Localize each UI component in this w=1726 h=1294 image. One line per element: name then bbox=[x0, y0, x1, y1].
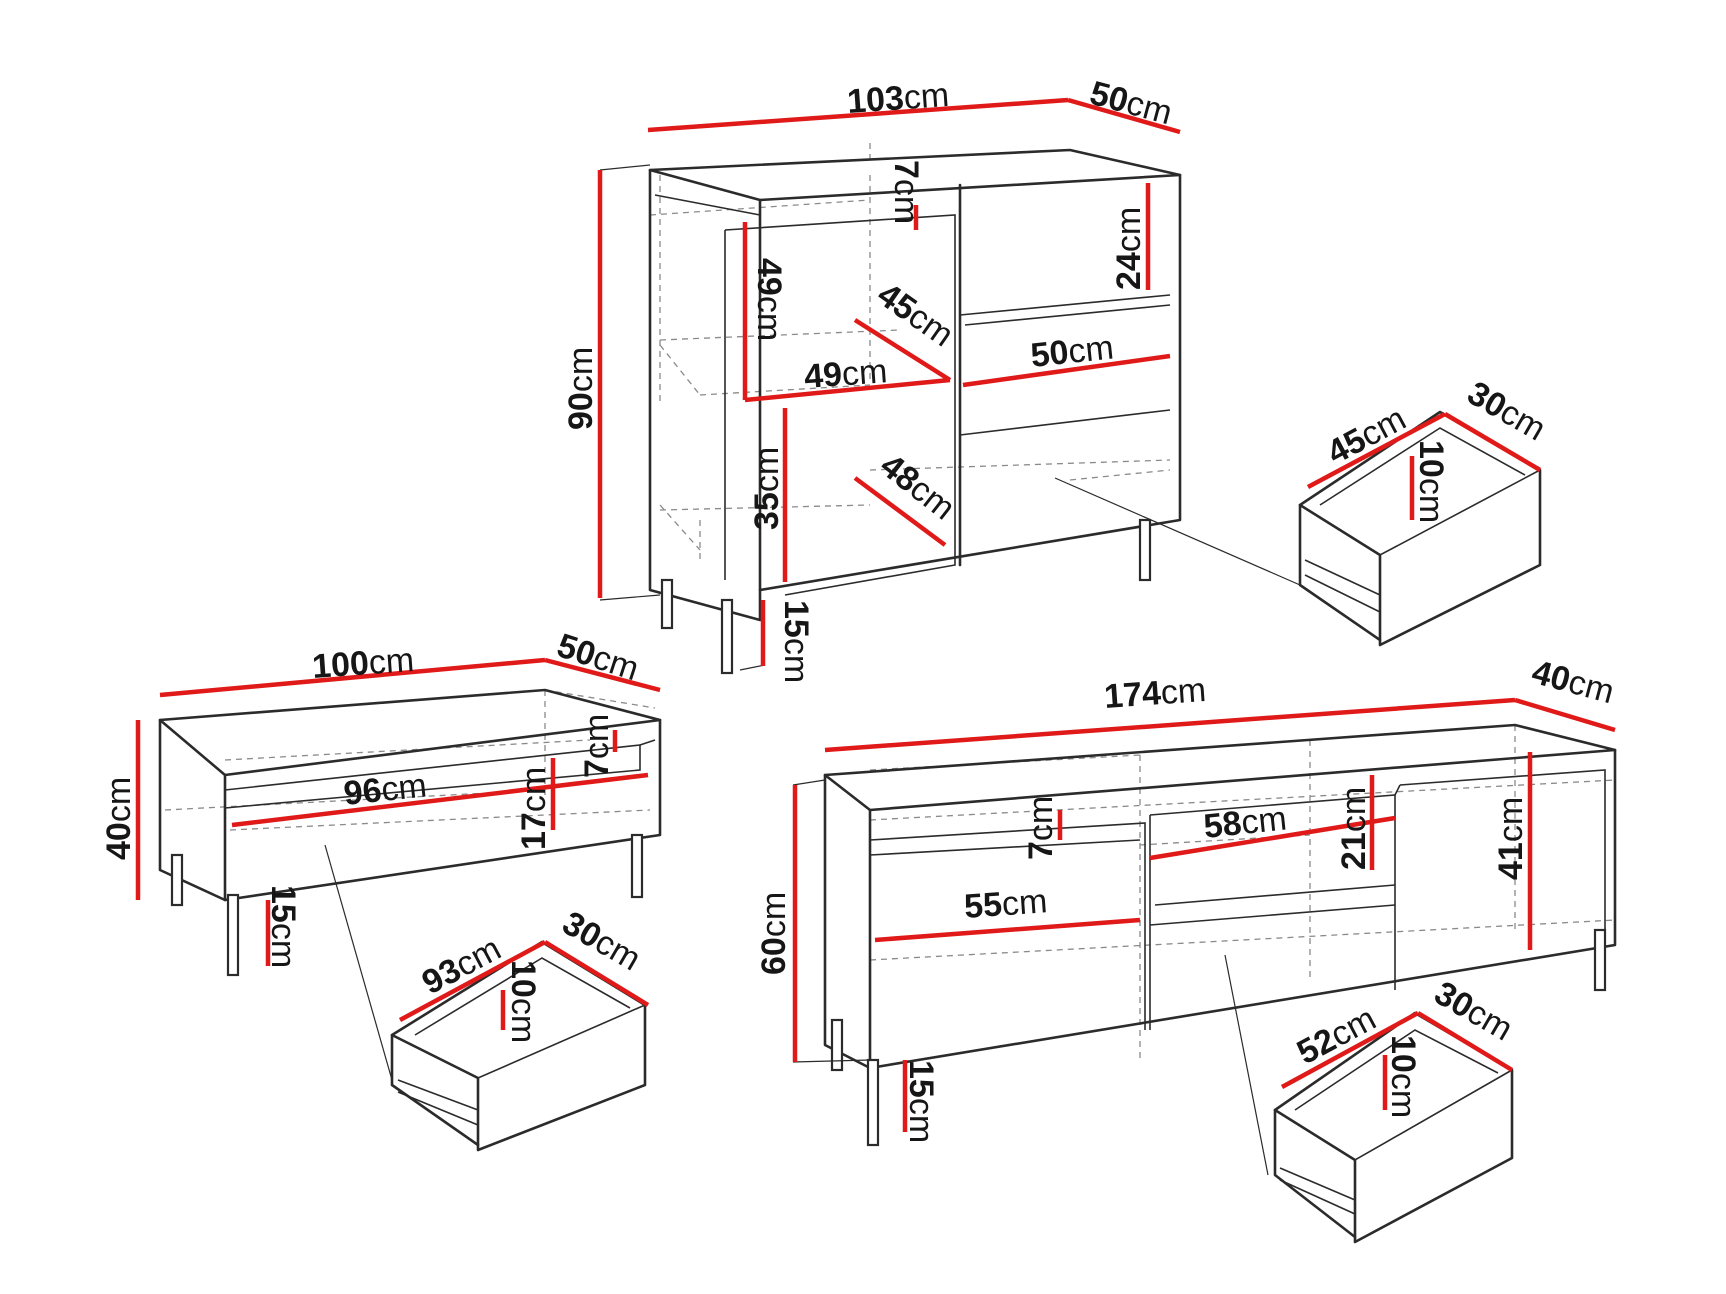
sideboard-upper-height-label: 49cm bbox=[750, 258, 788, 341]
sideboard-right-top-label: 24cm bbox=[1110, 207, 1148, 290]
sideboard-right-width-label: 50cm bbox=[1029, 328, 1116, 374]
tv-right-height-label: 41cm bbox=[1492, 797, 1530, 880]
sideboard-height-label: 90cm bbox=[562, 347, 600, 430]
tv-height-label: 60cm bbox=[755, 892, 793, 975]
sideboard-shelf-width-label: 49cm bbox=[803, 352, 889, 396]
tv-middle-width-label: 58cm bbox=[1202, 799, 1289, 845]
sideboard-width-label: 103cm bbox=[846, 76, 950, 121]
table-drawer-depth-label: 30cm bbox=[556, 904, 647, 978]
tv-stand bbox=[792, 697, 1617, 1176]
sideboard-lower-height-label: 35cm bbox=[748, 447, 786, 530]
sideboard-drawer-depth-label: 30cm bbox=[1461, 374, 1552, 448]
table-height-label: 40cm bbox=[100, 777, 138, 860]
tv-width-label: 174cm bbox=[1103, 671, 1207, 716]
sideboard-top-front-label: 7cm bbox=[887, 160, 925, 224]
table-drawer-height-label: 17cm bbox=[515, 767, 553, 850]
table-front-label: 7cm bbox=[578, 714, 616, 778]
tv-depth-label: 40cm bbox=[1528, 653, 1618, 711]
table-width-label: 100cm bbox=[311, 641, 415, 686]
sideboard bbox=[597, 97, 1301, 675]
coffee-table bbox=[135, 657, 662, 1081]
tv-drawer-depth-label: 30cm bbox=[1428, 974, 1519, 1048]
tv-drawer-height-label: 10cm bbox=[1384, 1035, 1422, 1118]
table-drawer-inner-label: 10cm bbox=[504, 960, 542, 1043]
tv-top-front-label: 7cm bbox=[1022, 796, 1060, 860]
tv-left-width-label: 55cm bbox=[963, 882, 1049, 926]
sideboard-depth-label: 50cm bbox=[1086, 74, 1176, 132]
tv-middle-height-label: 21cm bbox=[1335, 787, 1373, 870]
sideboard-shelf-depth-label: 45cm bbox=[870, 275, 960, 354]
tv-stand-drawer bbox=[1273, 1011, 1514, 1244]
table-leg-label: 15cm bbox=[264, 885, 302, 968]
sideboard-drawer bbox=[1298, 410, 1542, 647]
coffee-table-drawer bbox=[390, 940, 650, 1152]
sideboard-lower-depth-label: 48cm bbox=[873, 446, 962, 527]
sideboard-drawer-height-label: 10cm bbox=[1412, 440, 1450, 523]
table-depth-label: 50cm bbox=[553, 626, 644, 688]
sideboard-leg-label: 15cm bbox=[777, 600, 815, 683]
tv-leg-label: 15cm bbox=[902, 1060, 940, 1143]
table-inner-width-label: 96cm bbox=[342, 766, 429, 812]
